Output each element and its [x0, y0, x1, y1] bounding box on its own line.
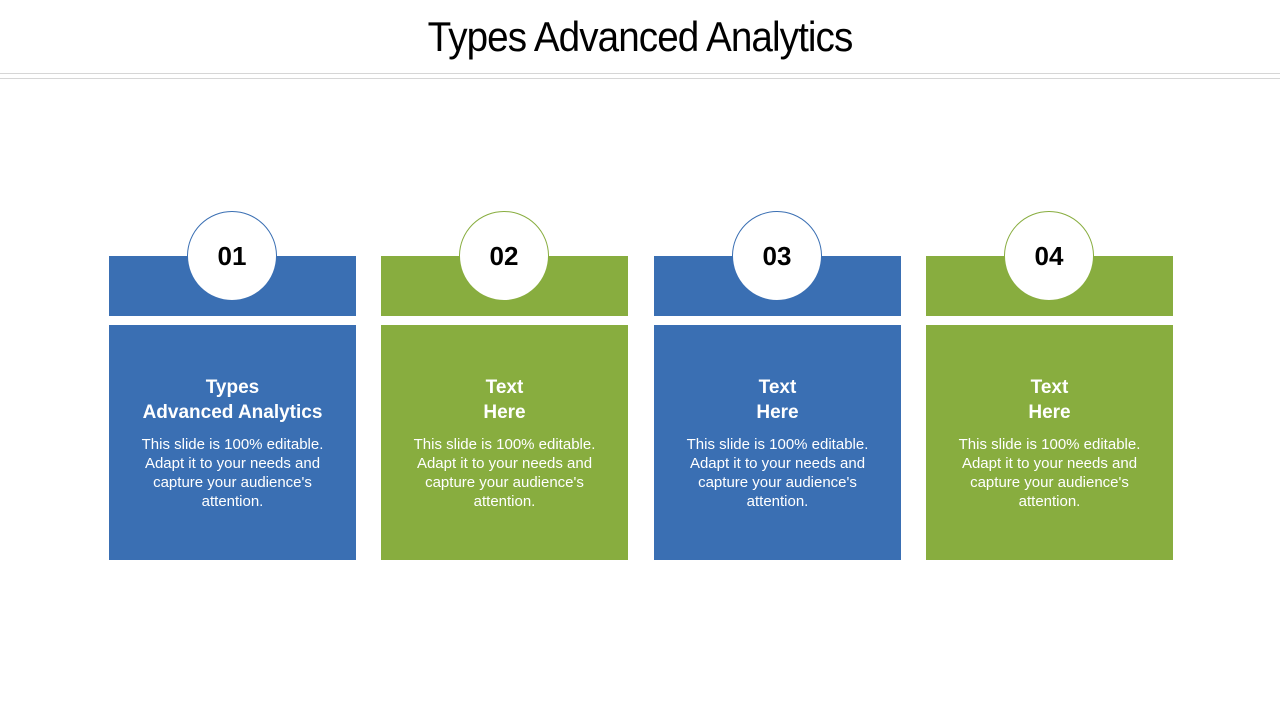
card-1: 01 Types Advanced Analytics This slide i…	[109, 211, 356, 560]
slide-title: Types Advanced Analytics	[427, 13, 854, 60]
step-number-circle: 01	[187, 211, 277, 301]
card-description: This slide is 100% editable. Adapt it to…	[413, 436, 596, 510]
title-divider-bottom	[0, 78, 1280, 79]
step-number-circle: 04	[1004, 211, 1094, 301]
card-heading: Text Here	[1028, 377, 1071, 423]
card-2: 02 Text Here This slide is 100% editable…	[381, 211, 628, 560]
card-heading: Text Here	[756, 377, 799, 423]
card-4: 04 Text Here This slide is 100% editable…	[926, 211, 1173, 560]
card-body: Text Here This slide is 100% editable. A…	[654, 325, 901, 560]
step-number-circle: 03	[732, 211, 822, 301]
step-number-circle: 02	[459, 211, 549, 301]
card-heading: Text Here	[483, 377, 526, 423]
card-description: This slide is 100% editable. Adapt it to…	[686, 436, 869, 510]
card-body: Text Here This slide is 100% editable. A…	[381, 325, 628, 560]
card-heading: Types Advanced Analytics	[142, 377, 323, 423]
card-description: This slide is 100% editable. Adapt it to…	[141, 436, 324, 510]
card-3: 03 Text Here This slide is 100% editable…	[654, 211, 901, 560]
card-body: Text Here This slide is 100% editable. A…	[926, 325, 1173, 560]
card-description: This slide is 100% editable. Adapt it to…	[958, 436, 1141, 510]
title-divider-top	[0, 73, 1280, 74]
card-body: Types Advanced Analytics This slide is 1…	[109, 325, 356, 560]
